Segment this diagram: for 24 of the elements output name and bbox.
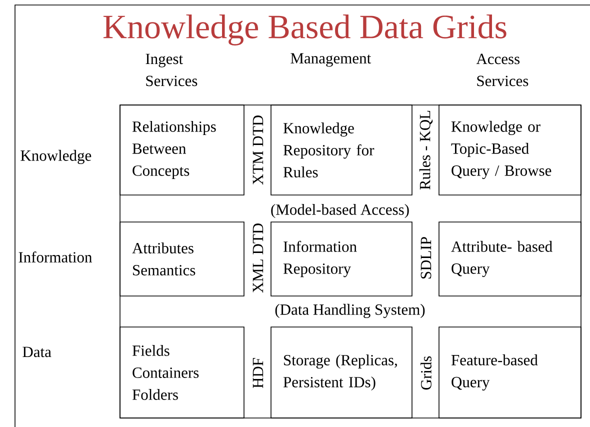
label: (Model-based Access)	[271, 204, 409, 218]
component-box: Relationships Between Concepts	[120, 104, 244, 196]
component-box: Knowledge Repository for Rules	[270, 104, 412, 196]
vertical-label: HDF	[252, 358, 264, 388]
label: Information	[18, 251, 92, 263]
component-box: Storage (Replicas, Persistent IDs)	[270, 326, 412, 418]
label: (Data Handling System)	[275, 304, 425, 318]
vertical-label: Rules - KQL	[419, 110, 433, 190]
component-box: Information Repository	[270, 222, 412, 296]
vertical-label: XTM DTD	[252, 116, 264, 185]
vertical-label: Grids	[420, 356, 432, 390]
title: Knowledge Based Data Grids	[103, 14, 506, 46]
label: Ingest Services	[146, 54, 198, 86]
component-box: Attributes Semantics	[120, 222, 244, 296]
component-box: Fields Containers Folders	[120, 326, 244, 418]
label: Knowledge	[20, 150, 92, 164]
component-box: Feature-based Query	[438, 326, 582, 418]
vertical-label: XML DTD	[252, 224, 264, 293]
vertical-label: SDLIP	[420, 237, 432, 278]
label: Data	[22, 346, 52, 358]
label: Management	[290, 53, 372, 67]
label: Access Services	[476, 54, 528, 86]
component-box: Knowledge or Topic-Based Query / Browse	[438, 104, 582, 196]
component-box: Attribute- based Query	[438, 222, 582, 296]
